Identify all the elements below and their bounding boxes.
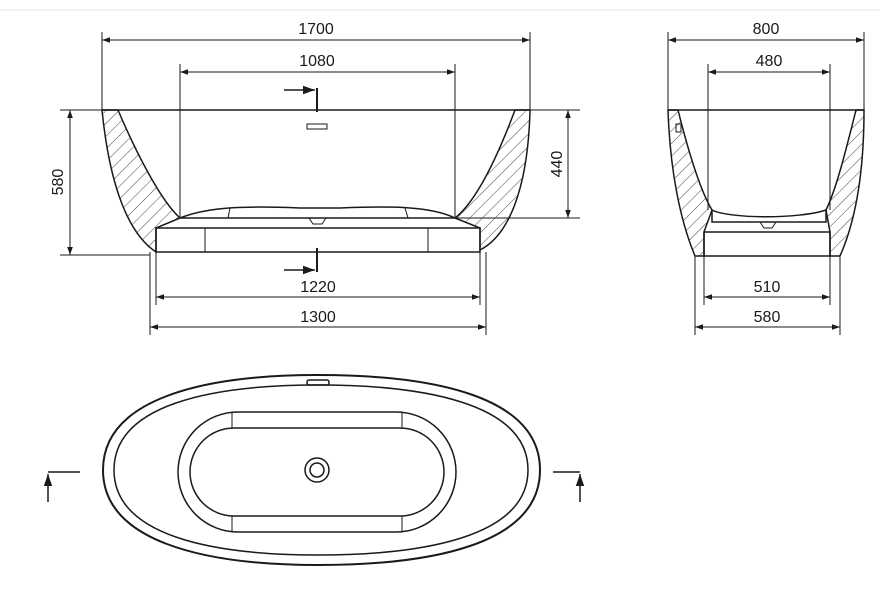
side-view: 800 480 510 580 bbox=[667, 21, 865, 335]
dim-label-total-height: 580 bbox=[50, 169, 67, 196]
front-left-wall-section bbox=[101, 109, 182, 254]
top-view bbox=[43, 373, 585, 567]
dim-label-side-base-inner: 510 bbox=[754, 279, 781, 296]
top-outer-rim bbox=[101, 373, 542, 567]
front-right-wall-section bbox=[453, 109, 531, 252]
side-base-plinth bbox=[703, 231, 831, 257]
front-overflow bbox=[306, 123, 328, 130]
front-basin-floor bbox=[179, 206, 456, 219]
top-inner-rim bbox=[113, 384, 529, 556]
side-drain bbox=[759, 221, 777, 229]
top-basin-outer bbox=[177, 411, 457, 533]
dim-label-inner-length: 1080 bbox=[299, 53, 335, 70]
front-floor-mark bbox=[404, 207, 409, 219]
top-overflow bbox=[306, 379, 330, 386]
top-basin-floor bbox=[189, 427, 445, 517]
front-view: 1700 1080 580 440 1220 1300 bbox=[50, 21, 580, 335]
dim-label-base-outer: 1300 bbox=[300, 309, 336, 326]
side-left-wall-section bbox=[667, 109, 713, 257]
dim-label-inner-width: 480 bbox=[756, 53, 783, 70]
side-right-wall-section bbox=[825, 109, 865, 257]
dim-label-inner-depth: 440 bbox=[549, 151, 566, 178]
dim-label-side-base-outer: 580 bbox=[754, 309, 781, 326]
front-floor-mark bbox=[227, 207, 231, 219]
top-drain-inner bbox=[309, 462, 325, 478]
side-overflow bbox=[675, 123, 682, 133]
side-basin-floor bbox=[711, 208, 827, 223]
dim-label-total-length: 1700 bbox=[298, 21, 334, 38]
front-drain bbox=[308, 217, 327, 225]
dim-label-base-inner: 1220 bbox=[300, 279, 336, 296]
dim-label-total-width: 800 bbox=[753, 21, 780, 38]
top-drain-outer bbox=[304, 457, 330, 483]
